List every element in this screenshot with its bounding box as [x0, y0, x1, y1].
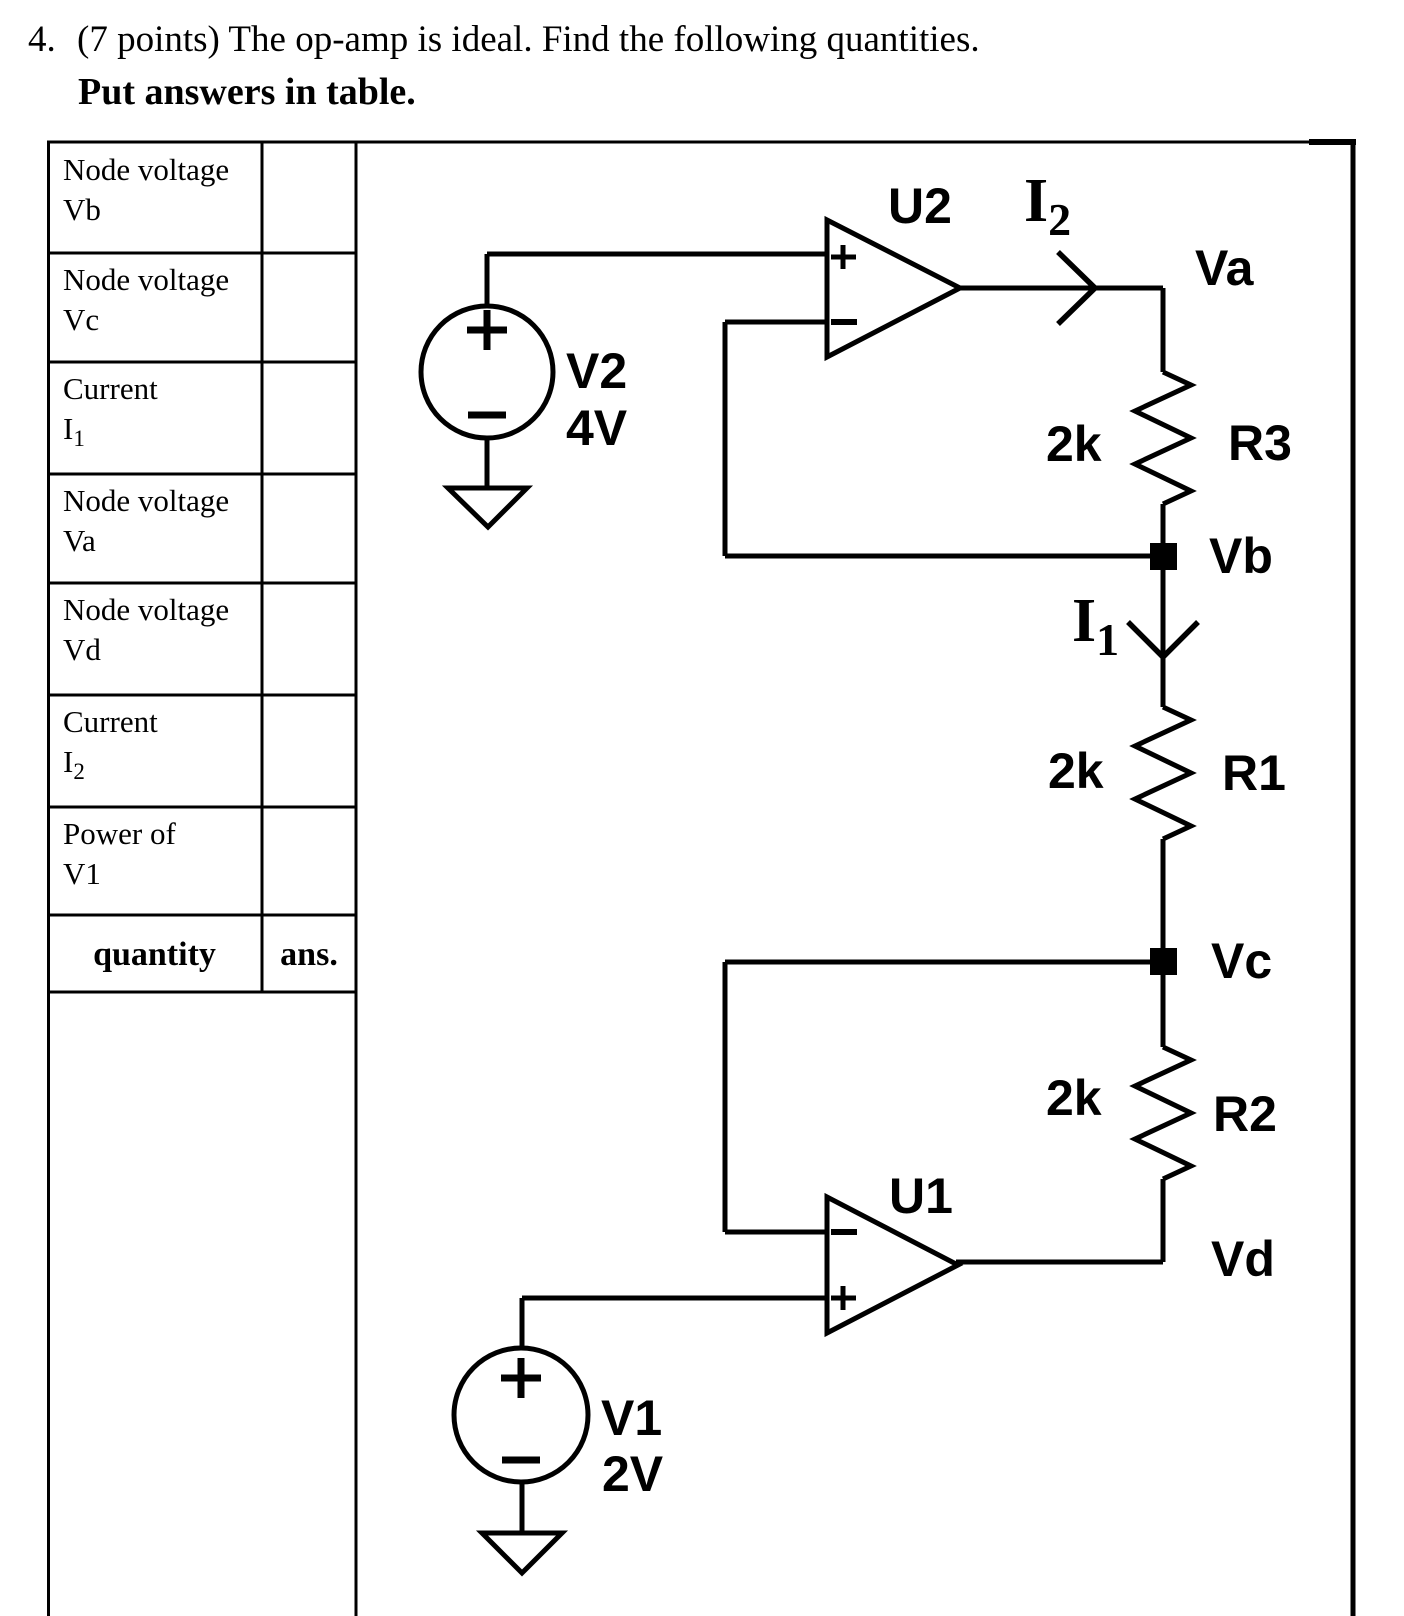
resistor-r2-value: 2k — [1046, 1070, 1102, 1126]
resistor-r1-value: 2k — [1048, 743, 1104, 799]
table-row: Current I1 — [47, 362, 263, 454]
question-text: (7 points) The op-amp is ideal. Find the… — [77, 19, 980, 60]
table-row: Node voltage Vc — [47, 253, 263, 345]
opamp-u1-symbol — [824, 1192, 964, 1338]
source-v1-value: 2V — [602, 1446, 664, 1502]
row-label-line2: Va — [63, 523, 96, 559]
answer-cell — [262, 695, 356, 807]
resistor-r1-symbol — [1129, 704, 1197, 842]
current-arrow-i2-icon — [1056, 250, 1097, 326]
row-label-line2: Vb — [63, 192, 101, 228]
table-header-quantity: quantity — [93, 936, 216, 973]
row-label-line2: I1 — [63, 411, 85, 452]
u1-noninverting-input-icon — [831, 1286, 856, 1310]
table-row: Node voltage Vd — [47, 583, 263, 675]
answer-cell — [262, 583, 356, 695]
row-label-line1: Node voltage — [63, 483, 230, 518]
row-label-line2: I2 — [63, 744, 85, 785]
row-label-line1: Node voltage — [63, 262, 230, 297]
circuit-wires — [484, 250, 1200, 1533]
row-label-line1: Node voltage — [63, 152, 230, 187]
resistor-r3-name: R3 — [1228, 415, 1292, 471]
row-label-line1: Node voltage — [63, 592, 230, 627]
voltage-source-v2-symbol — [418, 303, 556, 441]
opamp-u2-label: U2 — [888, 178, 952, 234]
v1-plus-icon — [501, 1358, 541, 1398]
ground-v2-icon — [441, 485, 534, 531]
resistor-r3-value: 2k — [1046, 416, 1102, 472]
resistor-r3-symbol — [1129, 369, 1197, 507]
source-v2-value: 4V — [566, 400, 628, 456]
answer-cell — [262, 143, 356, 253]
current-i1-label: I1 — [1072, 587, 1120, 665]
node-vb-label: Vb — [1209, 528, 1273, 584]
opamp-u1-label: U1 — [889, 1168, 953, 1224]
source-v1-name: V1 — [601, 1390, 663, 1446]
question-number: 4. — [28, 19, 56, 60]
table-header-answer: ans. — [280, 936, 338, 973]
resistor-r2-symbol — [1129, 1044, 1197, 1182]
row-label-line2: Vd — [63, 632, 101, 668]
row-label-line2: V1 — [63, 856, 101, 892]
node-vc-dot — [1150, 948, 1177, 975]
answer-cell — [262, 474, 356, 583]
row-label-line2: Vc — [63, 302, 100, 338]
table-row: Node voltage Va — [47, 474, 263, 566]
resistor-r2-name: R2 — [1213, 1086, 1277, 1142]
answer-cell — [262, 807, 356, 915]
question-instruction: Put answers in table. — [78, 71, 416, 113]
u2-noninverting-input-icon — [831, 245, 856, 269]
current-arrow-i1-icon — [1126, 620, 1200, 659]
polarity-marks — [467, 245, 857, 1464]
table-row: Current I2 — [47, 695, 263, 787]
resistor-r1-name: R1 — [1222, 745, 1286, 801]
node-va-label: Va — [1195, 240, 1254, 296]
node-vc-label: Vc — [1211, 933, 1273, 989]
node-vd-label: Vd — [1211, 1231, 1275, 1287]
answer-cell — [262, 362, 356, 474]
row-label-line1: Current — [63, 371, 158, 406]
table-row: Node voltage Vb — [47, 143, 263, 235]
table-row: Power of V1 — [47, 807, 263, 899]
source-v2-name: V2 — [566, 343, 628, 399]
voltage-source-v1-symbol — [451, 1345, 591, 1485]
circuit-symbols — [418, 215, 966, 1577]
row-label-line1: Current — [63, 704, 158, 739]
current-i2-label: I2 — [1024, 167, 1072, 245]
ground-v1-icon — [475, 1530, 569, 1577]
node-vb-dot — [1150, 543, 1177, 570]
v2-plus-icon — [467, 310, 507, 350]
table-grid — [47, 139, 1356, 1616]
opamp-u2-symbol — [824, 215, 966, 362]
answer-cell — [262, 253, 356, 362]
row-label-line1: Power of — [63, 816, 176, 851]
